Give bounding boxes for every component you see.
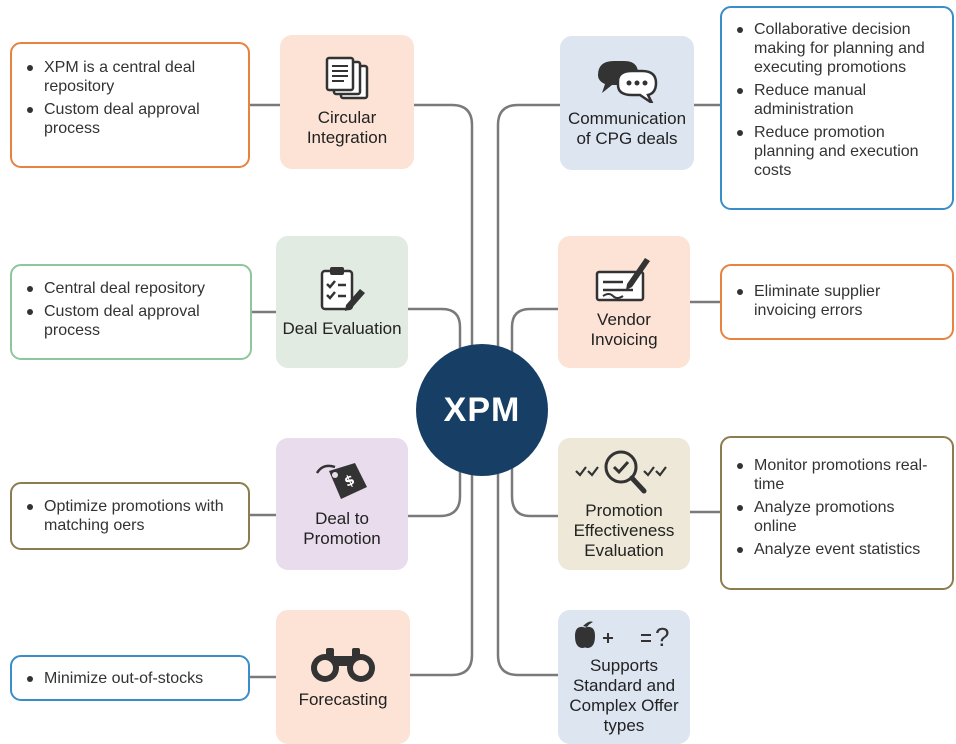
note-circular-integration: XPM is a central deal repository Custom … [10, 42, 250, 168]
card-communication-cpg-deals: Communication of CPG deals [560, 36, 694, 170]
card-deal-evaluation: Deal Evaluation [276, 236, 408, 368]
signed-check-icon [595, 258, 650, 302]
bullet-item: Analyze promotions online [734, 498, 940, 536]
card-label: Deal Evaluation [282, 319, 402, 338]
card-deal-to-promotion: $ Deal to Promotion [276, 438, 408, 570]
bullet-list: Optimize promotions with matching oers [24, 497, 236, 535]
xpm-hub: XPM [416, 344, 548, 476]
bullet-item: Collaborative decision making for planni… [734, 20, 948, 77]
connector-promotion-effectiveness [510, 466, 560, 518]
bullet-item: XPM is a central deal repository [24, 58, 236, 96]
note-vendor-invoicing: Eliminate supplier invoicing errors [720, 264, 954, 340]
card-label: Forecasting [298, 690, 388, 709]
connector-vendor-invoicing [510, 307, 560, 354]
bullet-item: Minimize out-of-stocks [24, 669, 236, 688]
connector-deal-evaluation [406, 307, 462, 354]
note-deal-evaluation: Central deal repository Custom deal appr… [10, 264, 252, 360]
bullet-item: Reduce manual administration [734, 81, 948, 119]
magnifier-checks-icon [575, 450, 667, 494]
bullet-item: Reduce promotion planning and execution … [734, 123, 948, 180]
note-communication-cpg-deals: Collaborative decision making for planni… [720, 6, 954, 210]
bullet-item: Central deal repository [24, 279, 238, 298]
card-promotion-effectiveness: Promotion Effectiveness Evaluation [558, 438, 690, 570]
card-label: Vendor Invoicing [590, 310, 658, 349]
card-label: Communication of CPG deals [567, 109, 687, 148]
bullet-list: Eliminate supplier invoicing errors [734, 282, 940, 320]
bullet-item: Monitor promotions real-time [734, 456, 940, 494]
documents-icon [325, 56, 369, 100]
card-forecasting: Forecasting [276, 610, 410, 744]
bullet-list: Monitor promotions real-time Analyze pro… [734, 456, 940, 559]
hub-label: XPM [443, 390, 521, 429]
card-vendor-invoicing: Vendor Invoicing [558, 236, 690, 368]
bullet-list: Central deal repository Custom deal appr… [24, 279, 238, 340]
bullet-item: Analyze event statistics [734, 540, 940, 559]
apple-plus-equals-question-icon: ? [575, 621, 669, 652]
card-label: Supports Standard and Complex Offer type… [569, 656, 679, 735]
bullet-list: Collaborative decision making for planni… [734, 20, 948, 180]
card-label: Deal to Promotion [303, 509, 381, 548]
svg-text:?: ? [655, 622, 669, 652]
bullet-item: Custom deal approval process [24, 100, 236, 138]
bullet-list: Minimize out-of-stocks [24, 669, 236, 688]
note-forecasting: Minimize out-of-stocks [10, 655, 250, 701]
connector-deal-to-promotion [406, 466, 462, 518]
bullet-item: Custom deal approval process [24, 302, 238, 340]
bullet-item: Optimize promotions with matching oers [24, 497, 236, 535]
note-promotion-effectiveness: Monitor promotions real-time Analyze pro… [720, 436, 954, 590]
binoculars-icon [311, 648, 375, 682]
price-tag-icon: $ [315, 463, 367, 499]
note-deal-to-promotion: Optimize promotions with matching oers [10, 482, 250, 550]
card-offer-types: ? Supports Standard and Complex Offer ty… [558, 610, 690, 744]
clipboard-check-icon [320, 267, 365, 311]
card-circular-integration: Circular Integration [280, 35, 414, 169]
card-label: Circular Integration [306, 108, 388, 147]
card-label: Promotion Effectiveness Evaluation [573, 501, 675, 560]
bullet-item: Eliminate supplier invoicing errors [734, 282, 940, 320]
bullet-list: XPM is a central deal repository Custom … [24, 58, 236, 138]
chat-bubbles-icon [598, 61, 658, 103]
